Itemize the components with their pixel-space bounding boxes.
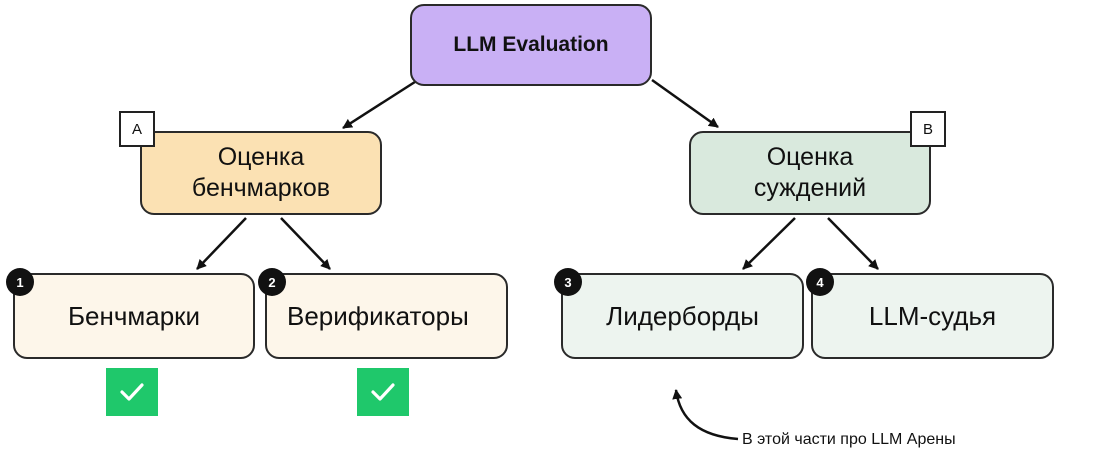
branch-node-b: Оценка суждений [689,131,931,215]
leaf-node-2: Верификаторы [265,273,508,359]
branch-b-label: Оценка суждений [753,143,867,202]
annotation-text: В этой части про LLM Арены [742,431,956,448]
arrow-b-to-leaf4 [827,217,879,270]
arrow-root-to-a [342,78,419,130]
leaf-1-label: Бенчмарки [67,300,201,331]
leaf-number-badge-4: 4 [806,268,834,296]
check-icon [106,368,158,416]
arrow-b-to-leaf3 [742,217,796,270]
branch-tag-a: A [119,111,155,147]
leaf-number-badge-2: 2 [258,268,286,296]
leaf-4-label: LLM-судья [868,300,997,331]
leaf-number-badge-3: 3 [554,268,582,296]
leaf-node-1: Бенчмарки [13,273,255,359]
annotation-curved-arrow [672,389,739,441]
arrow-a-to-leaf1 [196,217,247,270]
branch-tag-b: B [910,111,946,147]
root-node: LLM Evaluation [410,4,652,86]
arrow-root-to-b [651,78,719,129]
leaf-node-4: LLM-судья [811,273,1054,359]
leaf-node-3: Лидерборды [561,273,804,359]
root-label: LLM Evaluation [453,33,609,56]
arrow-a-to-leaf2 [280,217,331,270]
leaf-3-label: Лидерборды [606,300,759,331]
branch-a-label: Оценка бенчмарков [191,143,331,202]
check-icon [357,368,409,416]
leaf-number-badge-1: 1 [6,268,34,296]
branch-node-a: Оценка бенчмарков [140,131,382,215]
leaf-2-label: Верификаторы [287,300,469,331]
